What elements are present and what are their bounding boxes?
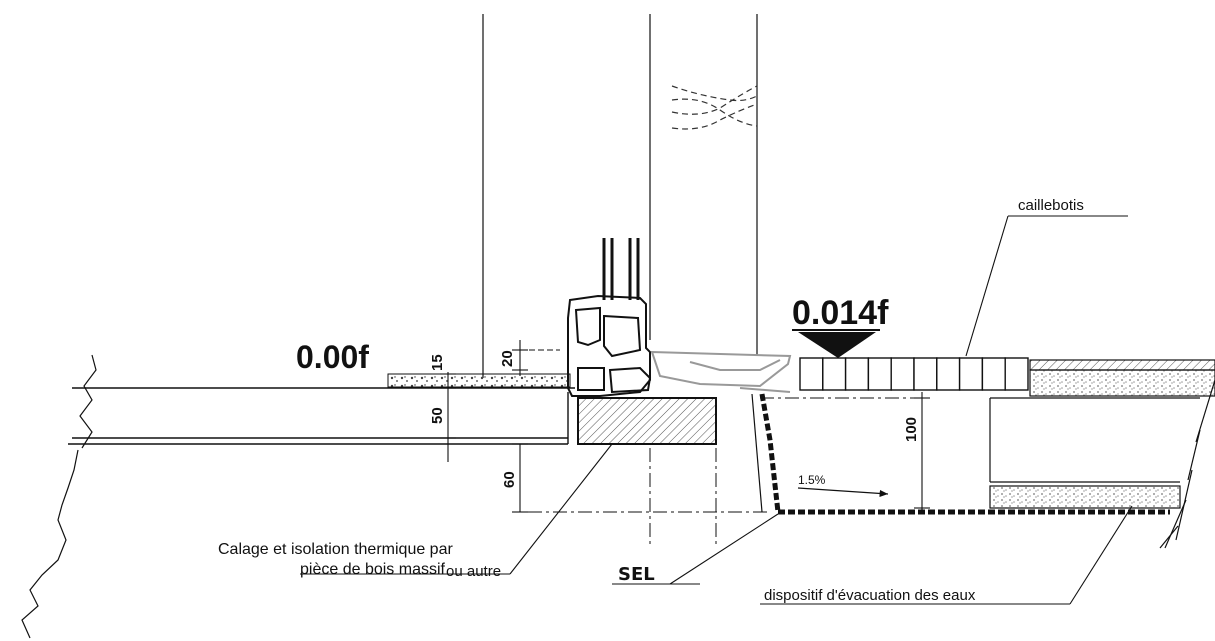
calage-label-line1: Calage et isolation thermique par [218,541,453,558]
terrace-buildup [989,359,1215,509]
interior-level-label: 0.00f [296,339,369,375]
dimension-20: 20 [499,350,516,367]
axis-lines [528,397,930,548]
drain-label: dispositif d'évacuation des eaux [764,587,976,604]
grating-cell [822,357,847,391]
exterior-level-label: 0.014f [792,294,889,332]
dimension-100: 100 [903,417,920,442]
grating-cell [913,357,938,391]
break-lines [21,354,97,639]
right-break-lines [1159,379,1215,549]
dimension-60: 60 [501,471,518,488]
grating-cell [867,357,892,391]
calage-label-line2a: pièce de bois massif [300,561,446,578]
sel-label: SEL [618,564,655,585]
grating-cell [981,357,1006,391]
grating-cell [799,357,824,391]
level-marker-triangle [798,332,876,358]
leader-lines [300,215,1133,605]
grating-cell [958,357,984,391]
calage-label-line2b: ou autre [446,563,501,580]
grating-cell [936,357,961,391]
timber-packing-block [577,397,717,445]
grating-cell [844,357,870,391]
threshold-sill [650,350,792,393]
wall-lines [482,14,758,378]
membrane-edge [751,393,763,513]
grating-cell [1004,357,1029,391]
waterproof-membrane [759,393,1170,515]
dimension-50: 50 [429,407,446,424]
slope-label: 1.5% [798,473,826,487]
glazing-symbol [671,85,758,130]
floor-screed [387,373,571,388]
dimension-15: 15 [429,354,446,371]
dimension-lines [440,340,930,513]
interior-floor-slab [68,387,575,445]
grating-cell [890,357,915,391]
caillebotis-grating [799,357,1029,391]
window-frame-profile [567,238,652,397]
caillebotis-label: caillebotis [1018,197,1084,214]
slope-arrow [797,487,889,498]
